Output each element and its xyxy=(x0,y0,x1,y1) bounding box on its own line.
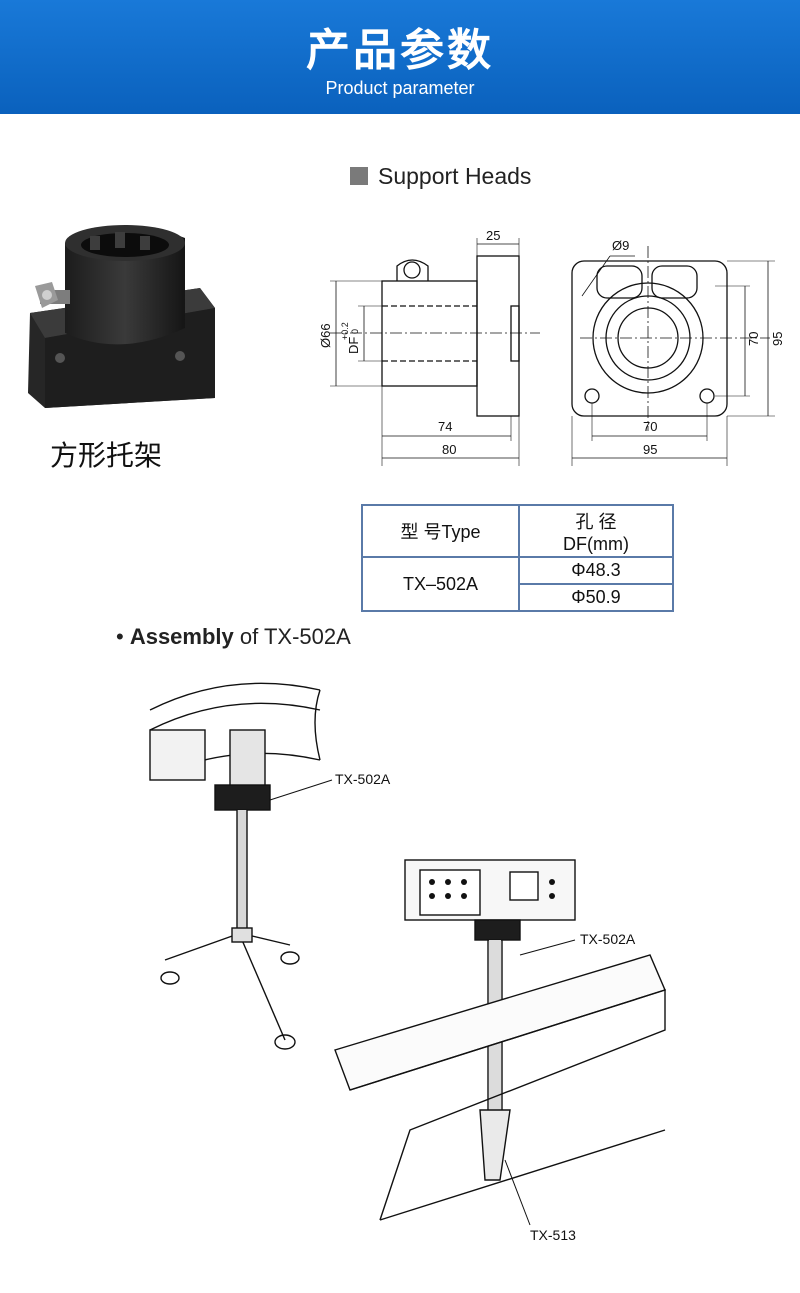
header-bore: 孔 径 DF(mm) xyxy=(518,504,674,558)
side-view-flange xyxy=(476,255,520,417)
section-heading: Support Heads xyxy=(350,162,531,190)
dim-top-width: 25 xyxy=(486,228,500,243)
dim-height-total: 95 xyxy=(770,332,785,346)
front-view-plate xyxy=(571,260,728,417)
assembly-title-bold: Assembly xyxy=(129,624,234,649)
dim-width-total: 95 xyxy=(643,442,657,457)
section-heading-text: Support Heads xyxy=(378,162,532,189)
header-type: 型 号Type xyxy=(361,504,520,558)
product-photo xyxy=(28,225,215,408)
dim-width-inner: 70 xyxy=(643,419,657,434)
side-view-body xyxy=(381,280,478,387)
dim-length-inner: 74 xyxy=(438,419,452,434)
assembly-title-rest: of TX-502A xyxy=(233,624,351,649)
bore-value: Φ50.9 xyxy=(518,583,674,612)
callout-bracket: TX-513 xyxy=(530,1227,576,1243)
dim-df-tolerance-upper: +0.2 xyxy=(340,322,350,340)
assembly-illustration: TX-502A TX-502A TX-513 xyxy=(149,682,666,1243)
spec-table: 型 号Type 孔 径 DF(mm) TX–502A Φ48.3 Φ50.9 xyxy=(361,504,674,612)
assembly-title: • Assembly of TX-502A xyxy=(116,624,351,650)
dim-df-tolerance-lower: 0 xyxy=(350,329,360,334)
dim-hole-diameter: Ø9 xyxy=(612,238,629,253)
dim-diameter: Ø66 xyxy=(318,323,333,348)
dim-height-inner: 70 xyxy=(746,332,761,346)
callout-stand: TX-502A xyxy=(335,771,391,787)
bore-value: Φ48.3 xyxy=(518,556,674,585)
header-banner: 产品参数 Product parameter xyxy=(0,0,800,114)
callout-panel: TX-502A xyxy=(580,931,636,947)
page-subtitle: Product parameter xyxy=(325,78,475,98)
technical-drawing: 25 Ø66 DF +0.2 0 74 80 Ø9 70 95 70 95 xyxy=(318,228,785,466)
model-cell: TX–502A xyxy=(361,556,520,612)
page-title: 产品参数 xyxy=(306,25,494,76)
header-bore-line1: 孔 径 xyxy=(575,511,617,532)
heading-square-icon xyxy=(350,167,368,185)
dim-df-label: DF xyxy=(346,337,361,354)
product-name: 方形托架 xyxy=(50,439,163,472)
bullet: • xyxy=(116,624,124,649)
header-bore-line2: DF(mm) xyxy=(563,533,629,554)
dim-length-total: 80 xyxy=(442,442,456,457)
